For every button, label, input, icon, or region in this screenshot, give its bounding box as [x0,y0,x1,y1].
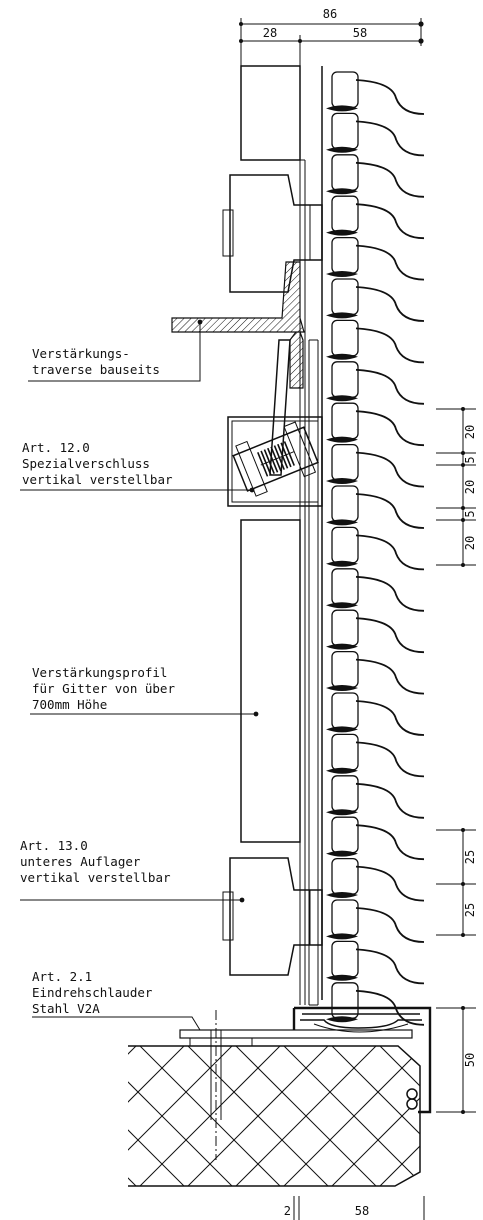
grating-link [326,236,425,281]
label-screw-line2: Eindrehschlauder [32,985,153,1000]
special-lock-box [227,416,323,507]
dim-right-5: 20 [463,536,477,550]
svg-text:Art. 2.1: Art. 2.1 [32,969,92,984]
svg-text:Verstärkungs-: Verstärkungs- [32,346,130,361]
right-dimension-chain-bottom: 50 [436,1006,477,1114]
svg-text:vertikal verstellbar: vertikal verstellbar [22,472,173,487]
dim-right-7: 25 [463,903,477,917]
right-dimension-chain-lower: 25 25 [436,828,477,937]
grating-link [326,816,425,861]
grating-link [326,402,425,447]
grating-link [326,692,425,736]
label-traverse-line1: Verstärkungs- [32,346,130,361]
svg-text:Spezialverschluss: Spezialverschluss [22,456,150,471]
grating-link [326,568,425,612]
wall-crosshatch [128,1046,420,1186]
leader-lines [20,322,256,1031]
svg-text:für Gitter von über: für Gitter von über [32,681,175,696]
grating-link [326,278,425,322]
label-support-line1: Art. 13.0 [20,838,88,853]
svg-text:unteres Auflager: unteres Auflager [20,854,141,869]
dim-right-4: 5 [463,510,477,517]
label-lock-line2: Spezialverschluss [22,456,150,471]
bottom-channel-profile [292,1006,432,1114]
dim-top-total: 86 [323,7,337,21]
grating-link [326,361,425,405]
dim-right-1: 20 [463,425,477,439]
grating-link [326,609,425,654]
grating-mesh [326,71,425,1026]
svg-text:traverse bauseits: traverse bauseits [32,362,160,377]
reinforcement-traverse [171,261,305,389]
top-block [240,65,301,161]
svg-text:700mm Höhe: 700mm Höhe [32,697,107,712]
label-screw: Art. 2.1 Eindrehschlauder Stahl V2A [32,969,153,1016]
label-profile-line1: Verstärkungsprofil [32,665,167,680]
grating-link [326,526,425,571]
svg-text:Stahl V2A: Stahl V2A [32,1001,100,1016]
grating-link [326,485,425,529]
label-support-line2: unteres Auflager [20,854,141,869]
label-traverse-line2: traverse bauseits [32,362,160,377]
lower-clamp-bracket [222,857,323,976]
label-traverse: Verstärkungs- traverse bauseits [30,342,178,377]
grating-link [326,940,425,985]
grating-link [326,195,425,240]
dim-top-right: 58 [353,26,367,40]
dim-top-left: 28 [263,26,277,40]
dim-bottom-right: 58 [355,1204,369,1218]
label-support-line3: vertikal verstellbar [20,870,171,885]
upper-clamp-bracket [222,174,323,293]
label-profile-line2: für Gitter von über [32,681,175,696]
grating-link [326,154,425,198]
grating-link [326,733,425,778]
svg-text:Verstärkungsprofil: Verstärkungsprofil [32,665,167,680]
lock-bar [269,339,291,476]
grating-link [326,319,425,364]
reinforcement-profile-box [240,519,301,843]
label-profile: Verstärkungsprofil für Gitter von über 7… [32,665,175,712]
dim-right-8: 50 [463,1053,477,1067]
lock-spring [257,441,295,477]
dim-bottom-left: 2 [284,1204,291,1218]
grating-link [326,71,425,115]
label-lower-support: Art. 13.0 unteres Auflager vertikal vers… [20,838,171,885]
svg-text:Art. 13.0: Art. 13.0 [20,838,88,853]
dim-right-6: 25 [463,850,477,864]
concrete-wall [128,1010,421,1187]
label-lock-line1: Art. 12.0 [22,440,90,455]
bottom-dimension-chain: 2 58 [284,1196,425,1220]
grating-link [326,443,425,488]
grating-link [326,899,425,943]
label-screw-line1: Art. 2.1 [32,969,92,984]
base-plate [179,1029,413,1039]
right-dimension-chain-lock: 20 5 20 5 20 [436,407,477,567]
top-dimension-chain: 86 28 58 [239,7,424,66]
grating-link [326,982,425,1026]
vertical-profile [299,160,319,1006]
label-special-lock: Art. 12.0 Spezialverschluss vertikal ver… [20,437,226,487]
grating-link [326,112,425,157]
dim-right-3: 20 [463,480,477,494]
svg-text:Art. 12.0: Art. 12.0 [22,440,90,455]
grating-link [326,857,425,902]
label-screw-line3: Stahl V2A [32,1001,100,1016]
grating-link [326,650,425,695]
grating-link [326,775,425,819]
dim-right-2: 5 [463,456,477,463]
label-profile-line3: 700mm Höhe [32,697,107,712]
label-lock-line3: vertikal verstellbar [22,472,173,487]
svg-text:vertikal verstellbar: vertikal verstellbar [20,870,171,885]
svg-text:Eindrehschlauder: Eindrehschlauder [32,985,153,1000]
